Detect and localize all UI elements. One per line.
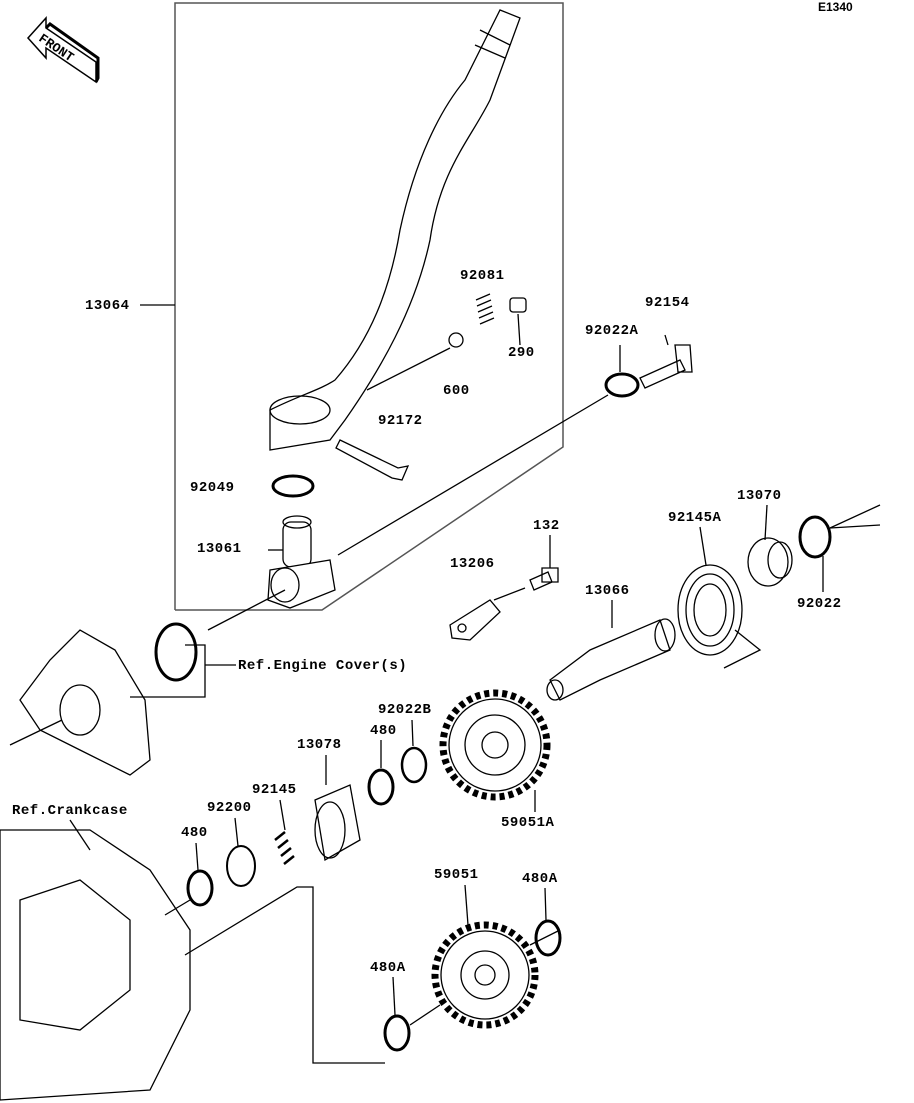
part-label-600[interactable]: 600: [443, 383, 470, 399]
ref-crankcase: Ref.Crankcase: [12, 803, 128, 819]
circlip-480-b: [186, 869, 214, 907]
circlip-480A-2: [383, 1014, 411, 1052]
part-label-480A-1[interactable]: 480A: [522, 871, 558, 887]
bolt-132: [529, 567, 559, 591]
spring-92145: [274, 831, 295, 865]
group-frame: [174, 2, 564, 611]
part-label-92200[interactable]: 92200: [207, 800, 252, 816]
washer-92022B: [400, 746, 428, 784]
screw-290: [509, 297, 527, 313]
part-label-13206[interactable]: 13206: [450, 556, 495, 572]
part-label-92081[interactable]: 92081: [460, 268, 505, 284]
spring-92081: [475, 293, 495, 325]
diagram-code: E1340: [818, 0, 853, 14]
part-label-92022A[interactable]: 92022A: [585, 323, 639, 339]
part-label-480[interactable]: 480: [370, 723, 397, 739]
ratchet-13078: [314, 784, 361, 862]
part-label-290[interactable]: 290: [508, 345, 535, 361]
part-label-92145A[interactable]: 92145A: [668, 510, 722, 526]
oil-seal: [154, 622, 198, 682]
plate-13206: [449, 599, 501, 641]
seal-92049: [271, 474, 315, 498]
ref-engine-cover: Ref.Engine Cover(s): [238, 658, 408, 674]
part-label-59051A[interactable]: 59051A: [501, 815, 555, 831]
part-label-92172[interactable]: 92172: [378, 413, 423, 429]
part-label-480-b[interactable]: 480: [181, 825, 208, 841]
shaft-13061: [267, 515, 336, 609]
gear-59051: [431, 921, 539, 1029]
spindle-13066: [546, 618, 676, 701]
part-label-13078[interactable]: 13078: [297, 737, 342, 753]
part-label-92154[interactable]: 92154: [645, 295, 690, 311]
part-label-13064[interactable]: 13064: [85, 298, 130, 314]
crankcase: [0, 829, 191, 1101]
bolt-92172: [335, 439, 410, 481]
part-label-92145[interactable]: 92145: [252, 782, 297, 798]
part-label-92049[interactable]: 92049: [190, 480, 235, 496]
part-label-59051[interactable]: 59051: [434, 867, 479, 883]
spring-92145A: [677, 564, 762, 669]
circlip-480: [367, 768, 395, 806]
washer-92022A: [604, 372, 640, 398]
part-label-132[interactable]: 132: [533, 518, 560, 534]
collar-13070: [747, 537, 793, 587]
engine-cover: [19, 629, 151, 776]
part-label-92022[interactable]: 92022: [797, 596, 842, 612]
kick-lever-13064[interactable]: [269, 9, 521, 451]
part-label-92022B[interactable]: 92022B: [378, 702, 432, 718]
part-label-480A-2[interactable]: 480A: [370, 960, 406, 976]
ball-600[interactable]: [448, 332, 464, 348]
washer-92200: [226, 845, 256, 887]
washer-92022: [798, 515, 832, 559]
front-arrow-icon: FRONT: [26, 16, 100, 84]
part-label-13066[interactable]: 13066: [585, 583, 630, 599]
circlip-480A-1: [534, 919, 562, 957]
part-label-13070[interactable]: 13070: [737, 488, 782, 504]
bolt-92154: [639, 344, 693, 389]
gear-59051A: [439, 689, 551, 801]
part-label-13061[interactable]: 13061: [197, 541, 242, 557]
